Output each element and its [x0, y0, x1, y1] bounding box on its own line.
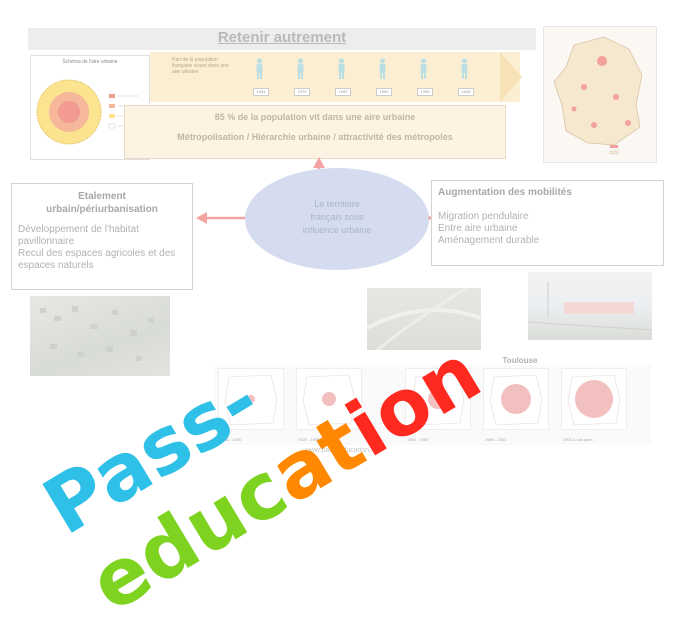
tramway-photo	[527, 272, 653, 340]
schema-title: Schéma de l'aire urbaine	[62, 59, 118, 65]
period-label: 2003 à nos jours	[563, 437, 593, 442]
toulouse-period-map	[218, 368, 284, 430]
year-tag: 1990	[376, 88, 392, 96]
legend-swatch	[108, 123, 116, 129]
mobility-title: Augmentation des mobilités	[438, 187, 572, 198]
suburb-aerial-photo	[30, 296, 170, 376]
metropolisation-line: Métropolisation / Hiérarchie urbaine / a…	[177, 132, 453, 142]
page-title: Retenir autrement	[217, 29, 347, 46]
person-icon	[255, 58, 264, 80]
title-bar: Retenir autrement	[28, 28, 536, 50]
mobility-item: Aménagement durable	[438, 235, 540, 246]
france-map-figure	[553, 36, 643, 155]
website-footer: www.pass-education.fr	[304, 447, 376, 454]
year-tag: 2006	[458, 88, 474, 96]
mobility-box: Augmentation des mobilités Migration pen…	[431, 180, 664, 266]
toulouse-period-map	[483, 368, 549, 430]
sprawl-title-line-2: urbain/périurbanisation	[46, 204, 158, 215]
city-center	[58, 101, 80, 123]
legend-swatch	[109, 94, 115, 98]
center-ellipse	[245, 168, 429, 270]
center-label: Le territoire français sous influence ur…	[262, 198, 412, 237]
person-icon	[337, 58, 346, 80]
mobility-item: Entre aire urbaine	[438, 223, 518, 234]
schema-figure	[36, 79, 139, 145]
center-line-2: français sous	[310, 212, 364, 222]
urban-population-box: 85 % de la population vit dans une aire …	[124, 105, 506, 159]
year-tag: 1982	[335, 88, 351, 96]
center-line-3: influence urbaine	[302, 225, 372, 235]
band-arrow-head	[500, 52, 522, 102]
person-icon	[378, 58, 387, 80]
sprawl-item: Recul des espaces agricoles et des espac…	[18, 248, 176, 271]
period-label: 1950 - 1960	[407, 437, 429, 442]
legend-swatch	[109, 114, 115, 118]
year-tag: 1975	[294, 88, 310, 96]
toulouse-period-map	[561, 368, 627, 430]
legend-swatch	[109, 104, 115, 108]
center-line-1: Le territoire	[314, 199, 360, 209]
sprawl-items: Développement de l'habitat pavillonnaire…	[18, 224, 190, 272]
mobility-items: Migration pendulaire Entre aire urbaine …	[438, 211, 539, 247]
toulouse-period-map	[296, 368, 362, 430]
band-caption: Part de la population française vivant d…	[172, 57, 229, 75]
toulouse-label: Toulouse	[502, 356, 538, 365]
mobility-item: Migration pendulaire	[438, 211, 529, 222]
person-icon	[419, 58, 428, 80]
population-fact: 85 % de la population vit dans une aire …	[214, 112, 416, 122]
toulouse-period-map	[405, 368, 471, 430]
france-urban-map	[543, 26, 657, 163]
sprawl-title: Etalement urbain/périurbanisation	[12, 190, 192, 216]
sprawl-item: Développement de l'habitat pavillonnaire	[18, 224, 139, 247]
period-label: 1920 - 1939	[298, 437, 320, 442]
urban-sprawl-box: Etalement urbain/périurbanisation Dévelo…	[11, 183, 193, 290]
person-icon	[460, 58, 469, 80]
person-icon	[296, 58, 305, 80]
sprawl-title-line-1: Etalement	[78, 191, 126, 202]
year-tag: 1999	[417, 88, 433, 96]
year-tag: 1954	[253, 88, 269, 96]
period-label: 1850 - 1920	[220, 437, 242, 442]
highway-interchange-photo	[366, 286, 482, 352]
period-label: 1980 - 2003	[485, 437, 507, 442]
